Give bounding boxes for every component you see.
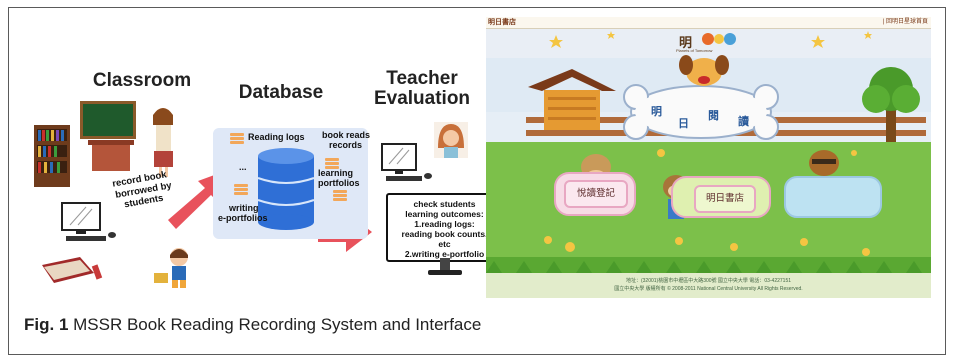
home-link[interactable]: | 回明日星球首頁 <box>882 19 928 25</box>
check-line-5: etc <box>438 239 451 249</box>
teacher-computer-icon <box>381 143 432 181</box>
doghouse-icon <box>528 69 616 130</box>
db-label-learning-line2: portfolios <box>318 178 360 188</box>
bookstore-button[interactable]: 明日書店 <box>694 185 756 213</box>
header-planets-icon <box>702 33 736 45</box>
classroom-title: Classroom <box>92 70 192 91</box>
student-figure-icon <box>154 248 188 288</box>
sign-char-3: 閱 <box>708 110 719 122</box>
chalkboard-icon <box>80 101 136 139</box>
interface-topbar: 明日書店 | 回明日星球首頁 <box>486 17 931 29</box>
dog-mascot-icon <box>679 55 729 86</box>
figure-caption-text: MSSR Book Reading Recording System and I… <box>68 315 482 334</box>
figure-label: Fig. 1 <box>24 315 69 334</box>
sign-char-4: 讀 <box>738 116 749 128</box>
teacher-figure-icon <box>153 108 173 177</box>
reading-sign-icon <box>623 84 779 140</box>
sign-char-1: 明 <box>651 106 662 118</box>
grass-border-icon <box>486 261 922 273</box>
flowers-icon <box>544 149 870 256</box>
learning-portfolios-stack-icon <box>333 190 347 201</box>
footer-band <box>486 273 931 298</box>
header-stars-icon <box>549 31 872 48</box>
db-label-book-reads-line1: book reads <box>322 130 371 140</box>
reading-logs-stack-icon <box>230 133 244 144</box>
interface-scene <box>486 28 931 298</box>
mssr-interface-screenshot: 明日書店 | 回明日星球首頁 明 Planets of Tomorrow 明 日… <box>486 17 931 298</box>
interface-logo-subtitle: Planets of Tomorrow <box>676 48 713 53</box>
monitor-stand-icon <box>428 258 462 275</box>
check-line-3: 1.reading logs: <box>414 219 475 229</box>
bookshelf-icon <box>34 125 70 187</box>
check-line-2: learning outcomes: <box>405 209 484 219</box>
db-label-writing-line1: writing <box>229 203 259 213</box>
tree-icon <box>862 67 920 142</box>
reading-register-button[interactable]: 悅讀登記 <box>564 180 628 208</box>
figure-caption: Fig. 1 MSSR Book Reading Recording Syste… <box>24 315 481 335</box>
teacher-title-line2: Evaluation <box>373 88 471 109</box>
book-scanner-icon <box>42 257 103 283</box>
teacher-portrait-icon <box>434 122 468 158</box>
check-text-block: check students learning outcomes: 1.read… <box>388 199 501 259</box>
raccoon-mascot-icon <box>809 150 839 176</box>
database-title: Database <box>238 82 324 103</box>
desk-icon <box>88 140 134 171</box>
db-label-writing-line2: e-portfolios <box>218 213 268 223</box>
database-cylinder-icon <box>257 148 315 230</box>
computer-icon <box>61 202 116 241</box>
footer-line-1: 地址：(32001)桃園市中壢區中大路300號 國立中央大學 電話：03-422… <box>625 278 792 284</box>
bookstore-label: 明日書店 <box>488 19 516 26</box>
teacher-title-line1: Teacher <box>386 68 458 89</box>
db-label-book-reads-line2: records <box>329 140 363 150</box>
sign-char-2: 日 <box>678 118 689 130</box>
writing-eportfolios-stack-icon <box>234 184 248 195</box>
db-label-learning-line1: learning <box>318 168 354 178</box>
database-illustration <box>230 133 347 230</box>
teacher-check-panel: check students learning outcomes: 1.read… <box>386 193 503 262</box>
check-line-1: check students <box>413 199 476 209</box>
check-line-4: reading book counts, <box>401 229 488 239</box>
db-label-ellipsis: ... <box>239 162 247 172</box>
db-label-reading-logs: Reading logs <box>248 132 305 142</box>
book-reads-stack-icon <box>325 158 339 169</box>
footer-line-2: 國立中央大學 版權所有 © 2008-2011 National Central… <box>614 286 803 292</box>
teacher-illustration <box>381 122 468 181</box>
card-raccoon-bg <box>784 176 882 218</box>
classroom-illustration <box>34 101 188 288</box>
interface-logo: 明 <box>679 35 693 50</box>
check-line-6: 2.writing e-portfolio <box>404 249 485 259</box>
